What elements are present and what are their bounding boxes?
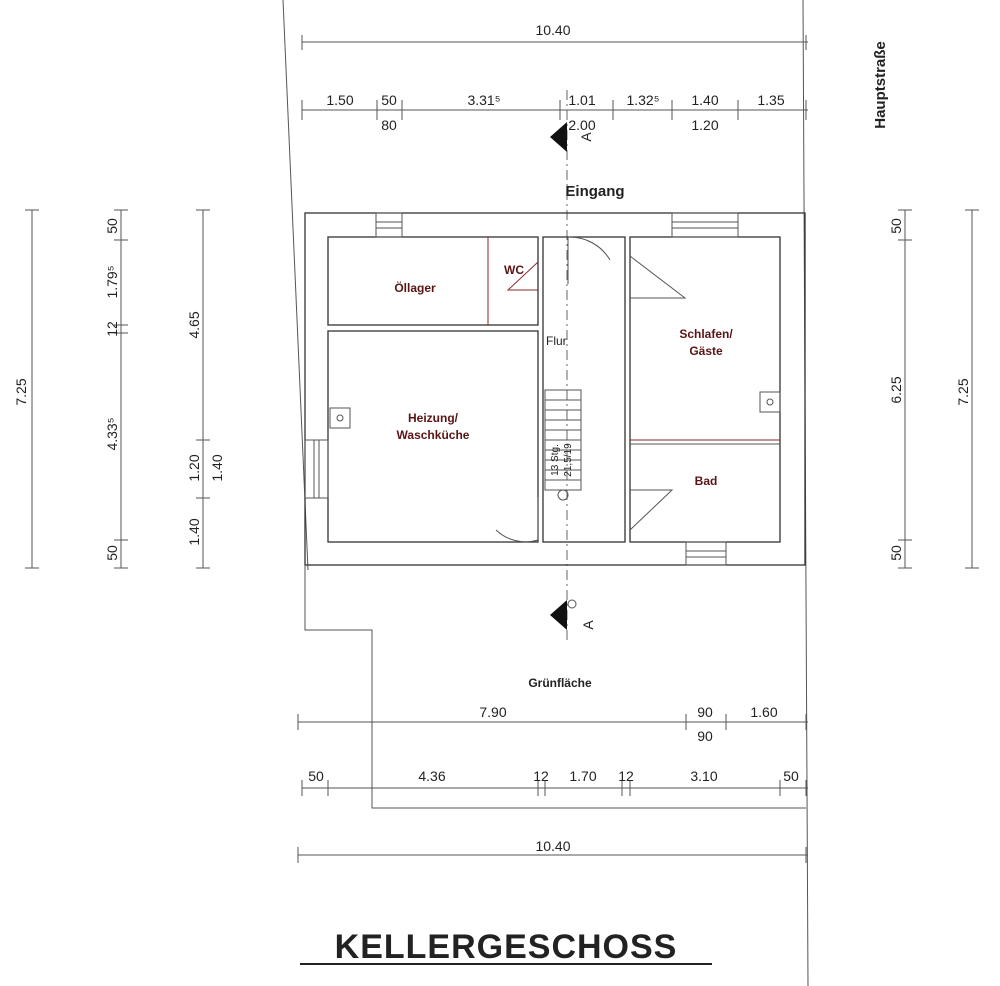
building [304,212,806,566]
dim-bottom-row2-5: 12 [618,768,634,784]
room-label-hall: Flur [546,334,567,348]
room-heating [327,330,539,543]
room-label-heating-1: Heizung/ [408,411,459,425]
stairs-count: 13 Stg. [550,444,561,476]
section-marker-bottom [550,600,567,630]
dimension-top: 10.40 1.50 50 3.31⁵ 1.01 1.32⁵ 1.40 1.35… [301,22,808,133]
plan-title: KELLERGESCHOSS [335,928,678,966]
dim-bottom-row1-2: 90 [697,704,713,720]
dim-top-total: 10.40 [535,22,570,38]
dim-right-chain-2: 6.25 [888,376,904,403]
dim-bottom-row2-7: 50 [783,768,799,784]
entrance-label: Eingang [565,183,624,200]
room-hall [542,236,626,543]
dim-top-sub-2: 2.00 [568,117,595,133]
stairs-ratio: 21,5/19 [563,443,574,477]
dim-bottom-total: 10.40 [535,838,570,854]
room-label-heating-2: Waschküche [397,428,470,442]
section-marker-top [550,122,567,152]
garden-outline [304,565,806,809]
dim-left-chain-4: 4.33⁵ [104,417,120,450]
dim-left-chain-2: 1.79⁵ [104,265,120,298]
dim-top-seg-6: 1.40 [691,92,718,108]
dim-top-seg-4: 1.01 [568,92,595,108]
room-label-bedroom-1: Schlafen/ [679,327,733,341]
dim-bottom-row2-3: 12 [533,768,549,784]
dim-top-seg-2: 50 [381,92,397,108]
dimension-left: 7.25 50 1.79⁵ 12 4.33⁵ 50 4.65 1.20 1.40… [13,209,225,569]
room-label-wc: WC [504,263,524,277]
dim-bottom-row2-2: 4.36 [418,768,445,784]
dim-left-total: 7.25 [13,378,29,405]
dim-top-seg-3: 3.31⁵ [467,92,500,108]
dimension-bottom: 7.90 90 1.60 90 50 4.36 12 1.70 12 3.10 … [297,704,808,863]
section-label-bottom: A [580,620,596,630]
dim-top-sub-1: 80 [381,117,397,133]
room-label-oil-storage: Öllager [394,280,436,295]
dim-left-mid-1: 4.65 [186,311,202,338]
dim-left-chain-5: 50 [104,545,120,561]
street-label: Hauptstraße [872,41,889,129]
dim-bottom-row1-3: 1.60 [750,704,777,720]
dim-right-chain-1: 50 [888,218,904,234]
property-line-left [282,0,309,571]
dim-left-mid-2: 1.20 [186,454,202,481]
dim-left-mid-3: 1.40 [186,518,202,545]
dim-top-sub-3: 1.20 [691,117,718,133]
section-label-top: A [578,132,594,142]
dim-top-seg-7: 1.35 [757,92,784,108]
dim-right-chain-3: 50 [888,545,904,561]
dimension-right: 50 6.25 50 7.25 [888,209,979,569]
dim-right-total: 7.25 [955,378,971,405]
dim-left-chain-3: 12 [104,321,120,337]
room-bedroom [629,236,781,543]
dim-bottom-row2-6: 3.10 [690,768,717,784]
section-marker-circle [567,599,577,609]
dim-left-side: 1.40 [209,454,225,481]
dim-top-seg-1: 1.50 [326,92,353,108]
dim-bottom-row1-sub: 90 [697,728,713,744]
dim-bottom-row2-4: 1.70 [569,768,596,784]
room-label-bedroom-2: Gäste [689,344,723,358]
room-label-bath: Bad [695,474,718,488]
dim-bottom-row2-1: 50 [308,768,324,784]
room-oil-storage [327,236,539,326]
dim-left-chain-1: 50 [104,218,120,234]
dim-top-seg-5: 1.32⁵ [626,92,659,108]
garden-label: Grünfläche [528,676,592,690]
dim-bottom-row1-1: 7.90 [479,704,506,720]
